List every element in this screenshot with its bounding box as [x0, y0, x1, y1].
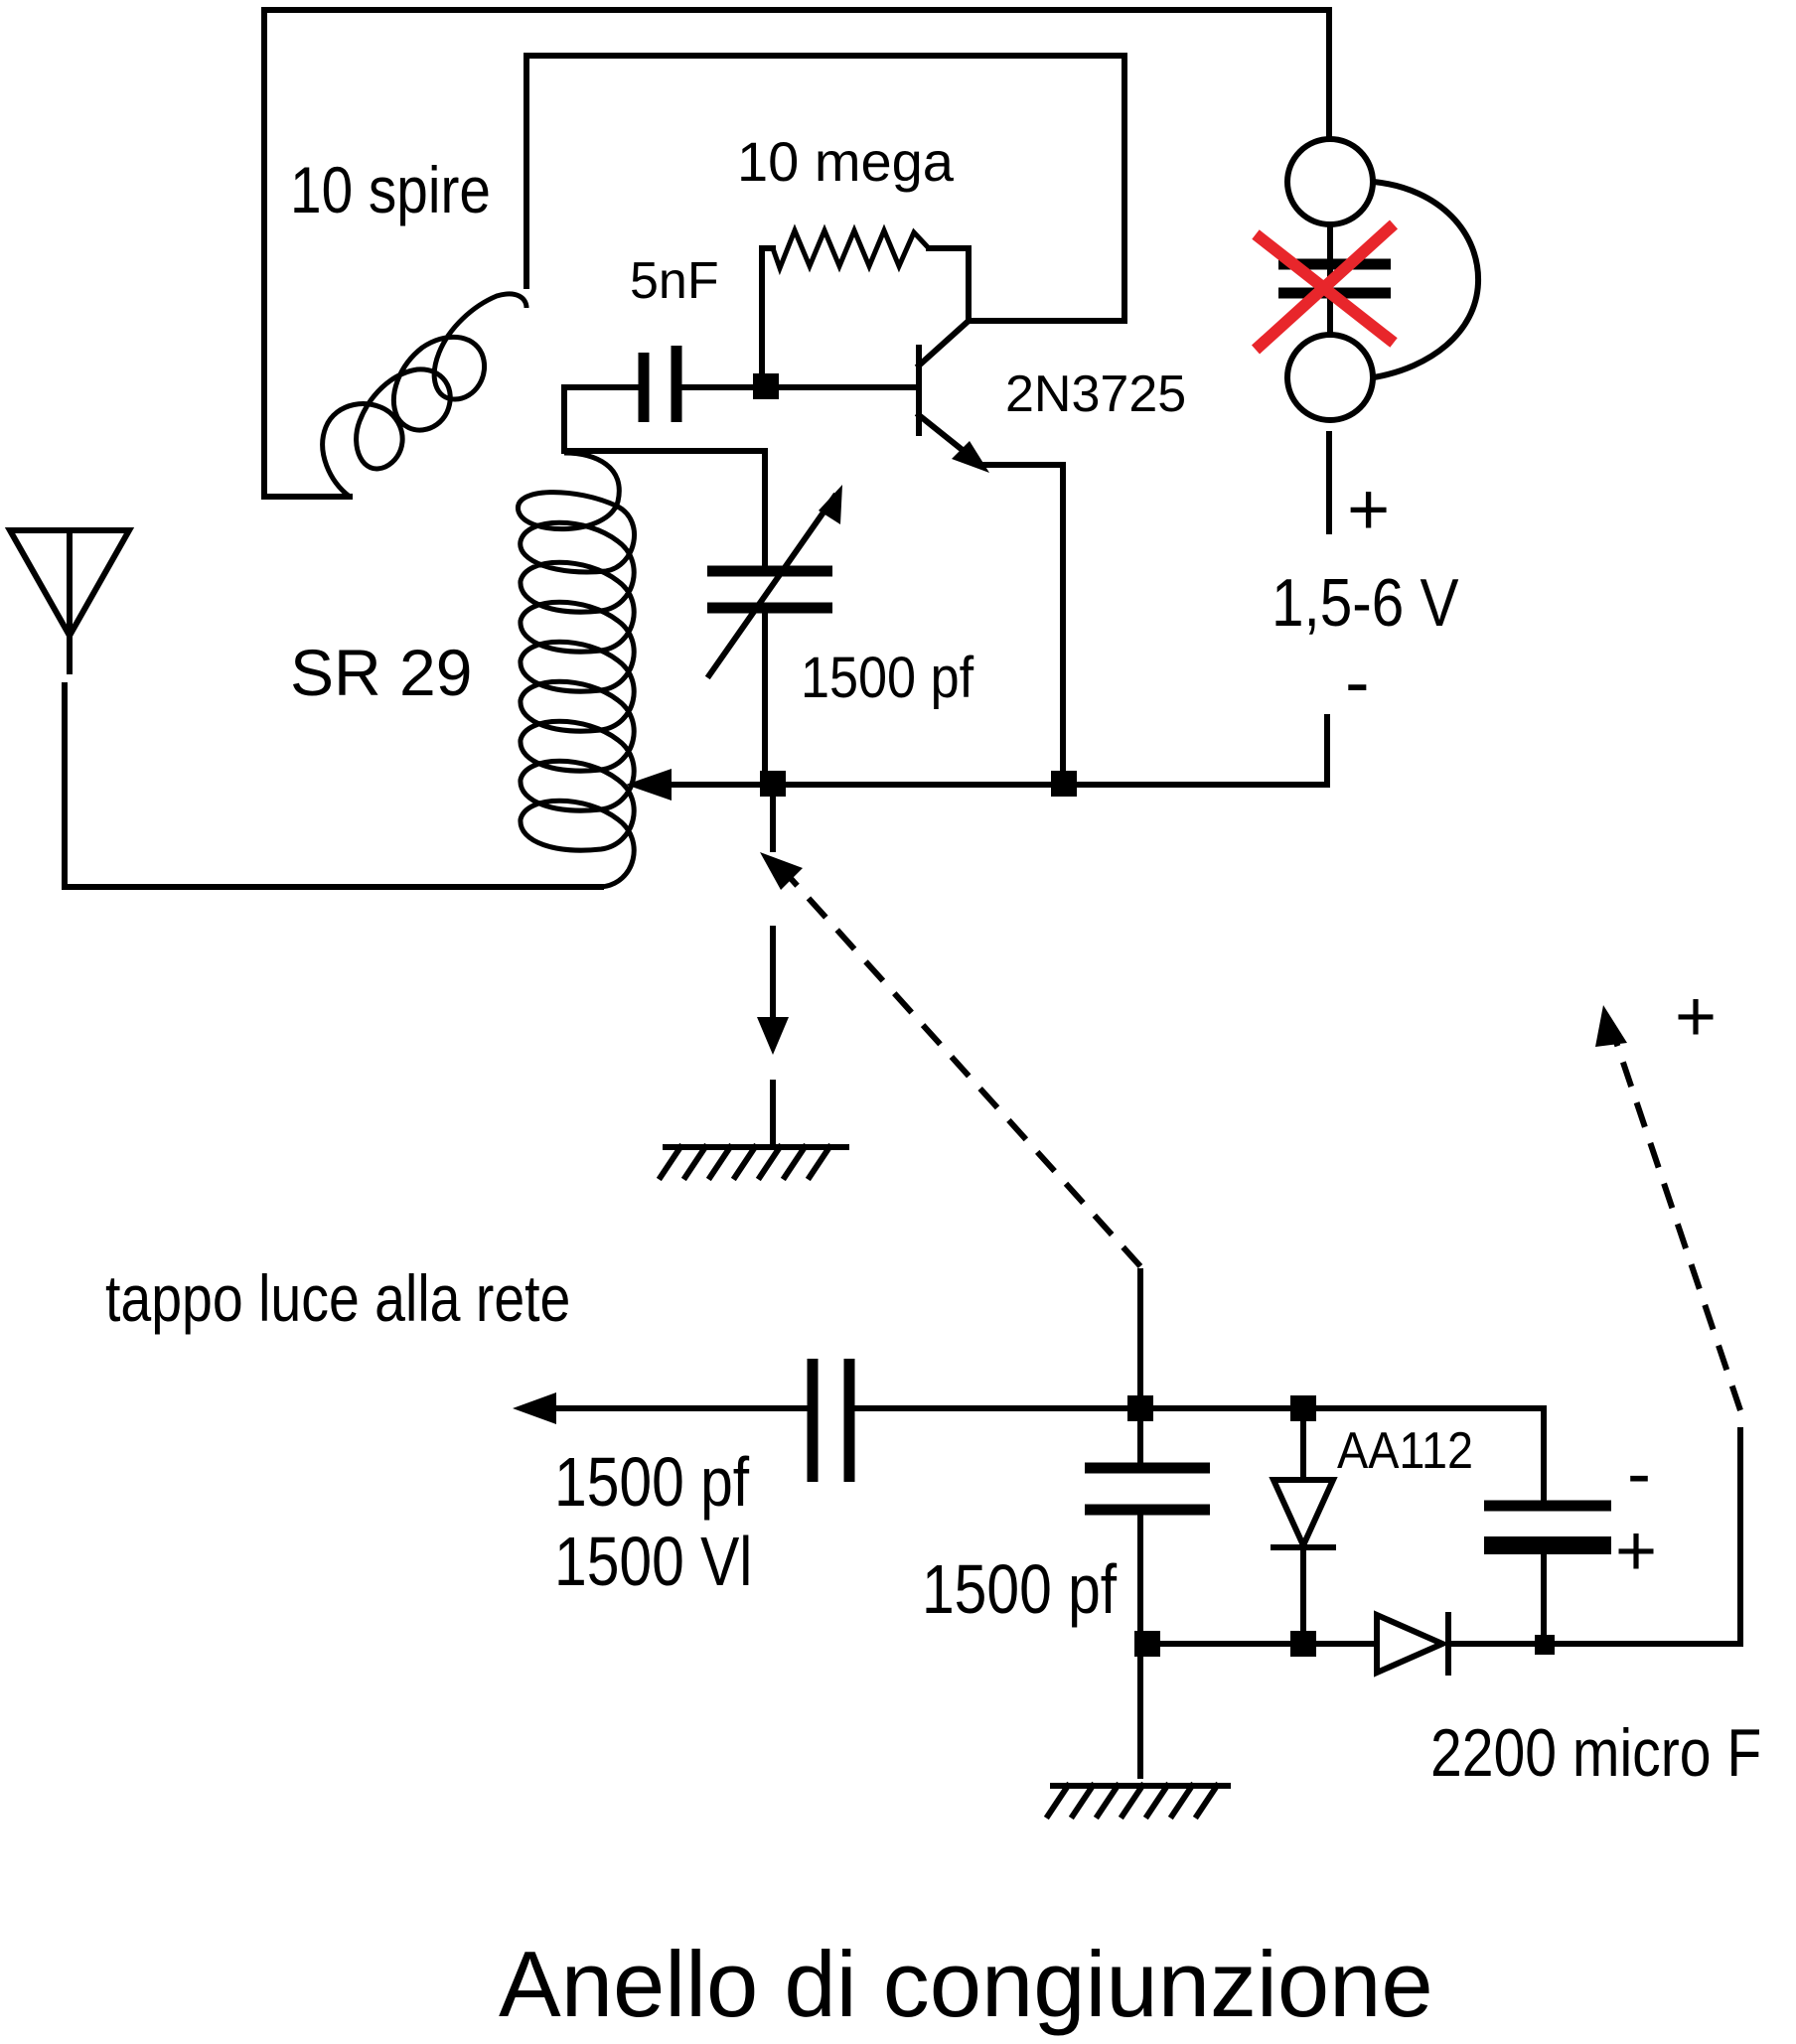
- elec-plus-label: +: [1615, 1512, 1657, 1591]
- coupling-coil-label: 10 spire: [290, 154, 491, 227]
- mains-plug-label: tappo luce alla rete: [105, 1261, 570, 1335]
- bottom-cap-label: 1500 pf: [922, 1549, 1118, 1628]
- series-capacitor-symbol: [807, 1359, 855, 1482]
- main-coil-label: SR 29: [290, 636, 472, 709]
- capacitor-5nf-symbol: [638, 346, 682, 422]
- transistor-symbol: [914, 316, 989, 473]
- ground-icon-bottom: [1043, 1781, 1231, 1821]
- ground-arrow-top: [757, 926, 789, 1150]
- transistor-label: 2N3725: [1005, 365, 1186, 423]
- junction-dots-bottom: [1127, 1395, 1555, 1657]
- dashed-link-plus: [1595, 1005, 1743, 1411]
- ground-icon-top: [656, 1142, 849, 1182]
- variable-capacitor-symbol: [704, 485, 842, 680]
- voltage-label: 1,5-6 V: [1272, 566, 1459, 641]
- dashed-link-top: [760, 852, 1143, 1269]
- minus-top-label: -: [1345, 641, 1370, 723]
- resistor-label: 10 mega: [737, 130, 955, 193]
- electrolytic-label: 2200 micro F: [1430, 1715, 1761, 1791]
- elec-minus-label: -: [1627, 1434, 1651, 1514]
- cross-out-mark-icon: [1251, 219, 1399, 355]
- coupling-coil-symbol: [320, 291, 529, 499]
- bottom-capacitor-symbol: [1085, 1462, 1210, 1516]
- capacitor-5nf-label: 5nF: [630, 252, 719, 310]
- plus-top-label: +: [1347, 468, 1390, 550]
- diagram-caption: Anello di congiunzione: [499, 1932, 1433, 2036]
- junction-dots-top: [753, 373, 1077, 797]
- main-coil-symbol: [516, 450, 672, 890]
- diode-aa112-symbol: [1269, 1477, 1338, 1553]
- diode-horizontal-symbol: [1374, 1610, 1451, 1678]
- electrolytic-capacitor-symbol: [1484, 1500, 1611, 1554]
- tuning-capacitor-label: 1500 pf: [801, 645, 974, 709]
- diode-label: AA112: [1337, 1422, 1473, 1480]
- top-wiring: [62, 7, 1332, 890]
- plus-bottom-label: +: [1675, 977, 1717, 1057]
- resistor-symbol: [770, 223, 931, 276]
- series-cap-value-label: 1500 pf: [554, 1442, 750, 1521]
- mains-arrow-icon: [513, 1392, 556, 1424]
- antenna-icon: [4, 527, 135, 674]
- series-cap-voltage-label: 1500 Vl: [554, 1522, 752, 1600]
